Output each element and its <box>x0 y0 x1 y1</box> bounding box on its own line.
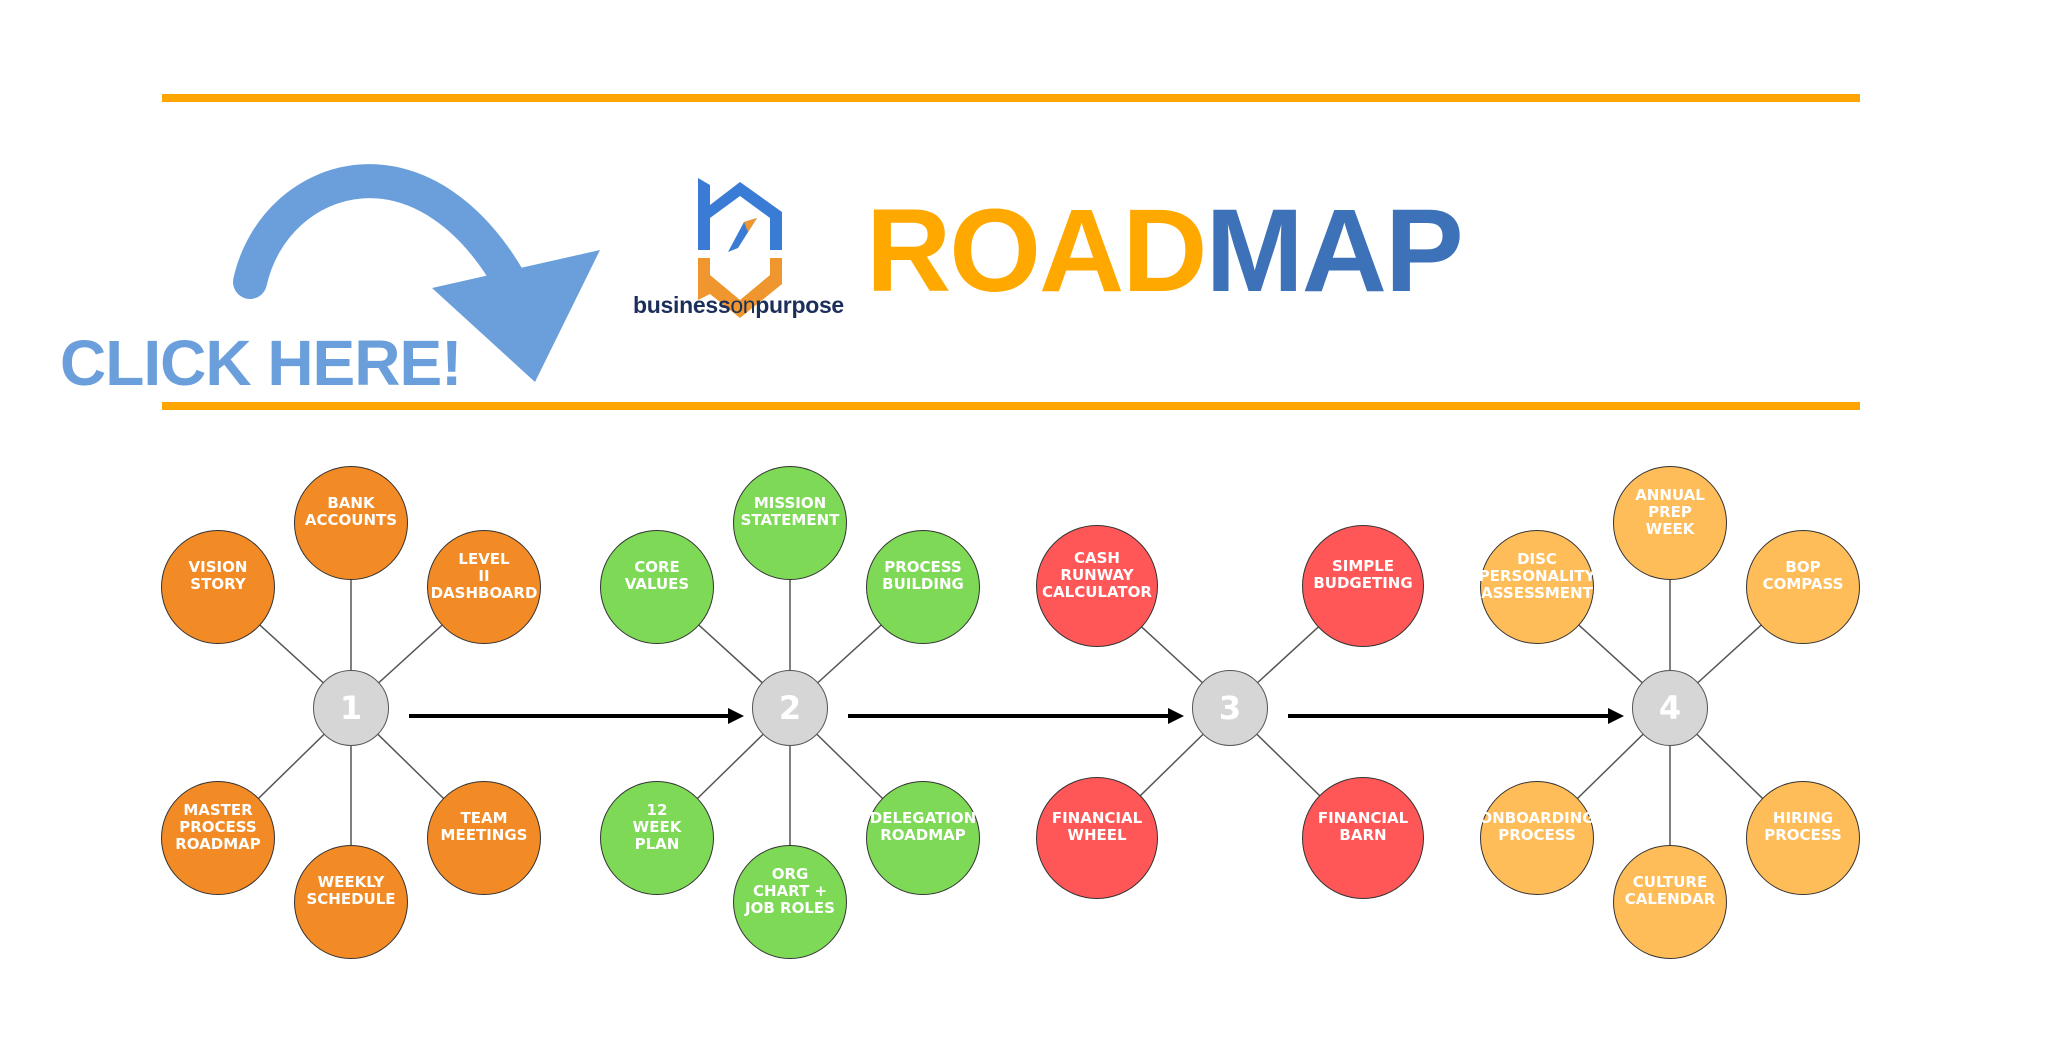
roadmap-item-label: VISION STORY <box>188 558 248 593</box>
brand-wordmark: businessonpurpose <box>633 292 844 318</box>
roadmap-item-label: CULTURE CALENDAR <box>1624 873 1716 908</box>
roadmap-item-label: BANK ACCOUNTS <box>304 494 398 529</box>
stage-number: 1 <box>339 689 363 727</box>
roadmap-item-label: SIMPLE BUDGETING <box>1313 557 1413 592</box>
roadmap-item-label: FINANCIAL BARN <box>1317 809 1409 844</box>
roadmap-item[interactable]: CORE VALUES <box>600 530 714 644</box>
bottom-divider <box>162 402 1860 410</box>
roadmap-item[interactable]: FINANCIAL BARN <box>1302 777 1424 899</box>
roadmap-item-label: MASTER PROCESS ROADMAP <box>175 800 261 853</box>
roadmap-item-label: DISC PERSONALITY ASSESSMENT <box>1478 549 1596 602</box>
roadmap-item-label: 12 WEEK PLAN <box>632 800 682 853</box>
roadmap-item-label: BOP COMPASS <box>1762 558 1844 593</box>
roadmap-item-label: ANNUAL PREP WEEK <box>1635 485 1705 538</box>
stage-hub[interactable]: 2 <box>752 670 828 746</box>
roadmap-item[interactable]: DISC PERSONALITY ASSESSMENT <box>1478 530 1596 644</box>
roadmap-item[interactable]: ORG CHART + JOB ROLES <box>733 845 847 959</box>
roadmap-item-label: WEEKLY SCHEDULE <box>306 873 396 908</box>
roadmap-item-label: HIRING PROCESS <box>1764 809 1842 844</box>
roadmap-item-label: DELEGATION ROADMAP <box>869 809 977 844</box>
roadmap-item[interactable]: TEAM MEETINGS <box>427 781 541 895</box>
roadmap-item[interactable]: SIMPLE BUDGETING <box>1302 525 1424 647</box>
roadmap-item[interactable]: BANK ACCOUNTS <box>294 466 408 580</box>
arrowhead-icon <box>1168 708 1184 724</box>
roadmap-item[interactable]: HIRING PROCESS <box>1746 781 1860 895</box>
roadmap-item-label: TEAM MEETINGS <box>440 809 528 844</box>
roadmap-item-label: FINANCIAL WHEEL <box>1051 809 1143 844</box>
stage-hub[interactable]: 1 <box>313 670 389 746</box>
roadmap-item[interactable]: MASTER PROCESS ROADMAP <box>161 781 275 895</box>
roadmap-item[interactable]: FINANCIAL WHEEL <box>1036 777 1158 899</box>
stage-hub[interactable]: 3 <box>1192 670 1268 746</box>
roadmap-item[interactable]: VISION STORY <box>161 530 275 644</box>
roadmap-item-label: MISSION STATEMENT <box>740 494 840 529</box>
roadmap-item[interactable]: WEEKLY SCHEDULE <box>294 845 408 959</box>
stage-number: 4 <box>1658 689 1682 727</box>
roadmap-item[interactable]: MISSION STATEMENT <box>733 466 847 580</box>
roadmap-item-label: PROCESS BUILDING <box>882 558 964 593</box>
stage-number: 3 <box>1218 689 1242 727</box>
roadmap-item[interactable]: 12 WEEK PLAN <box>600 781 714 895</box>
stage-number: 2 <box>778 689 802 727</box>
roadmap-item-label: ONBOARDING PROCESS <box>1479 809 1595 844</box>
arrowhead-icon <box>728 708 744 724</box>
top-divider <box>162 94 1860 102</box>
roadmap-item[interactable]: LEVEL II DASHBOARD <box>427 530 541 644</box>
roadmap-item[interactable]: CASH RUNWAY CALCULATOR <box>1036 525 1158 647</box>
roadmap-item-label: CASH RUNWAY CALCULATOR <box>1042 548 1152 601</box>
roadmap-item[interactable]: ONBOARDING PROCESS <box>1479 781 1595 895</box>
stage-hub[interactable]: 4 <box>1632 670 1708 746</box>
roadmap-item-label: ORG CHART + JOB ROLES <box>745 864 835 917</box>
roadmap-item-label: LEVEL II DASHBOARD <box>430 549 538 602</box>
page-title: ROADMAP <box>866 185 1464 317</box>
roadmap-item-label: CORE VALUES <box>624 558 690 593</box>
roadmap-item[interactable]: PROCESS BUILDING <box>866 530 980 644</box>
roadmap-item[interactable]: BOP COMPASS <box>1746 530 1860 644</box>
roadmap-item[interactable]: DELEGATION ROADMAP <box>866 781 980 895</box>
click-here-link[interactable]: CLICK HERE! <box>60 327 462 399</box>
roadmap-item[interactable]: CULTURE CALENDAR <box>1613 845 1727 959</box>
roadmap-item[interactable]: ANNUAL PREP WEEK <box>1613 466 1727 580</box>
arrowhead-icon <box>1608 708 1624 724</box>
